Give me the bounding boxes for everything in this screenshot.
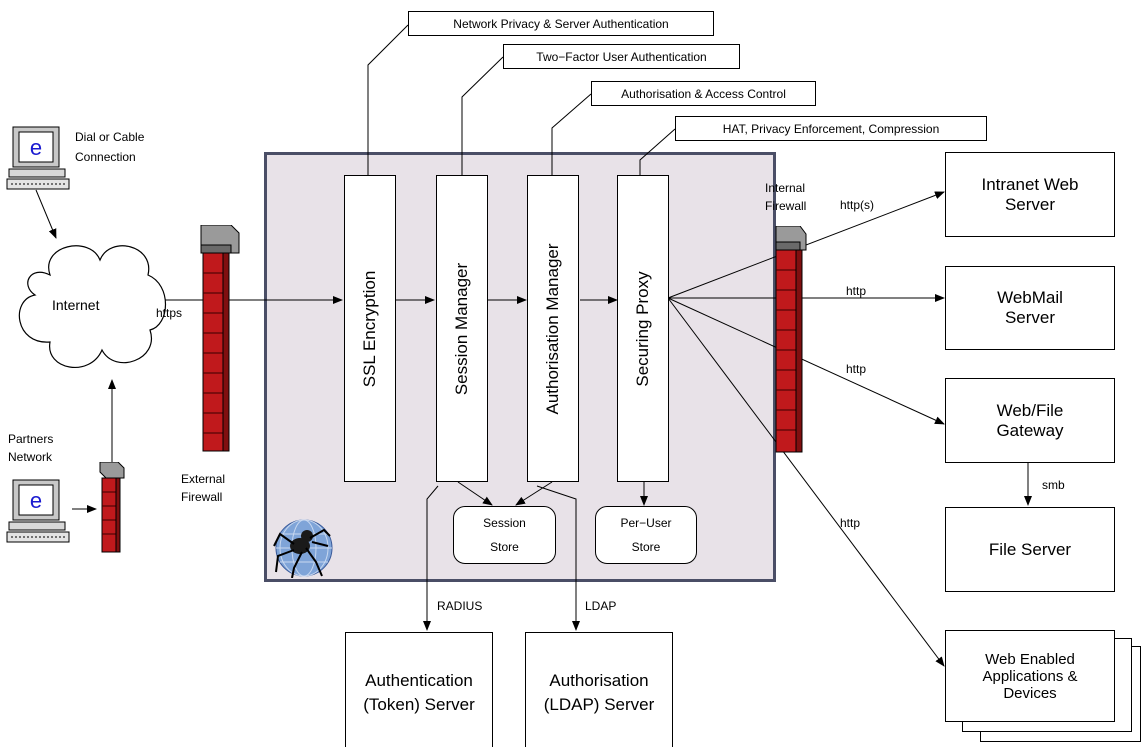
ssl-encryption-module: SSL Encryption [344,175,396,482]
external-firewall-icon [200,225,240,452]
callout-leader-authz [552,93,592,188]
authorisation-server-line1: Authorisation [549,671,649,690]
link-label-webmail: http [846,284,867,298]
webmail-server: WebMail Server [945,266,1115,350]
web-file-gateway: Web/File Gateway [945,378,1115,463]
web-apps-line3: Devices [1003,684,1057,702]
link-label-intranet: http(s) [840,198,875,212]
link-proxy-webfile [667,297,945,425]
link-ldap [536,485,580,631]
session-store-line2: Store [490,540,519,554]
callout-leader-session [462,56,504,188]
link-radius [423,485,439,631]
internal-firewall-icon [775,226,807,453]
authentication-server: Authentication (Token) Server [345,632,493,747]
authentication-server-line1: Authentication [365,671,473,690]
session-store: Session Store [453,506,556,564]
pc-glyph: e [30,135,42,160]
internet-cloud-icon [18,245,167,368]
securing-proxy-label: Securing Proxy [633,270,652,387]
radius-label: RADIUS [437,599,483,613]
partners-pc-icon: e [6,479,70,543]
callout-leader-ssl [368,24,409,188]
partners-label-line1: Partners [8,432,54,446]
authorisation-server-line2: (LDAP) Server [543,695,655,714]
link-authz-store [515,481,553,506]
ssl-encryption-label: SSL Encryption [360,270,379,387]
authorisation-manager-module: Authorisation Manager [527,175,579,482]
callout-two-factor: Two−Factor User Authentication [503,44,740,69]
webmail-server-line2: Server [1004,308,1056,327]
web-apps-line1: Web Enabled [985,650,1075,668]
file-server: File Server [945,507,1115,592]
callout-hat-privacy: HAT, Privacy Enforcement, Compression [675,116,987,141]
link-session-store [457,481,493,506]
authorisation-manager-label: Authorisation Manager [543,242,562,415]
internal-firewall-label-line1: Internal [765,181,806,195]
link-label-webfile: http [846,362,867,376]
web-file-gateway-line1: Web/File [996,400,1064,420]
external-firewall-label-line2: Firewall [181,490,223,504]
pc-glyph: e [30,488,42,513]
web-enabled-applications: Web Enabled Applications & Devices [945,630,1115,722]
securing-proxy-module: Securing Proxy [617,175,669,482]
dial-pc-icon: e [6,126,70,190]
session-store-line1: Session [483,516,526,530]
link-label-webapps: http [840,516,861,530]
intranet-web-server-line2: Server [1004,194,1056,214]
session-manager-module: Session Manager [436,175,488,482]
per-user-store-line1: Per−User [620,516,672,530]
callout-network-privacy: Network Privacy & Server Authentication [408,11,714,36]
https-label: https [156,306,183,320]
callout-authorisation-access: Authorisation & Access Control [591,81,816,106]
dial-label-line2: Connection [75,150,136,164]
intranet-web-server-line1: Intranet Web [981,174,1079,194]
link-dial-internet [35,189,57,239]
external-firewall-label-line1: External [181,472,226,486]
authentication-server-line2: (Token) Server [363,695,475,714]
ldap-label: LDAP [585,599,617,613]
partners-label-line2: Network [8,450,53,464]
file-server-label: File Server [988,539,1072,559]
web-apps-line2: Applications & [982,667,1078,685]
dial-label-line1: Dial or Cable [75,130,145,144]
session-manager-label: Session Manager [452,262,471,395]
authorisation-server: Authorisation (LDAP) Server [525,632,673,747]
spider-globe-logo-icon [273,519,333,578]
intranet-web-server: Intranet Web Server [945,152,1115,237]
internet-label: Internet [52,297,100,313]
link-label-smb: smb [1042,478,1065,492]
partners-firewall-icon [99,462,125,553]
internal-firewall-label-line2: Firewall [765,199,807,213]
webmail-server-line1: WebMail [997,288,1063,307]
link-proxy-webapps [667,297,945,667]
web-file-gateway-line2: Gateway [996,420,1064,440]
per-user-store-line2: Store [631,540,661,554]
per-user-store: Per−User Store [595,506,697,564]
